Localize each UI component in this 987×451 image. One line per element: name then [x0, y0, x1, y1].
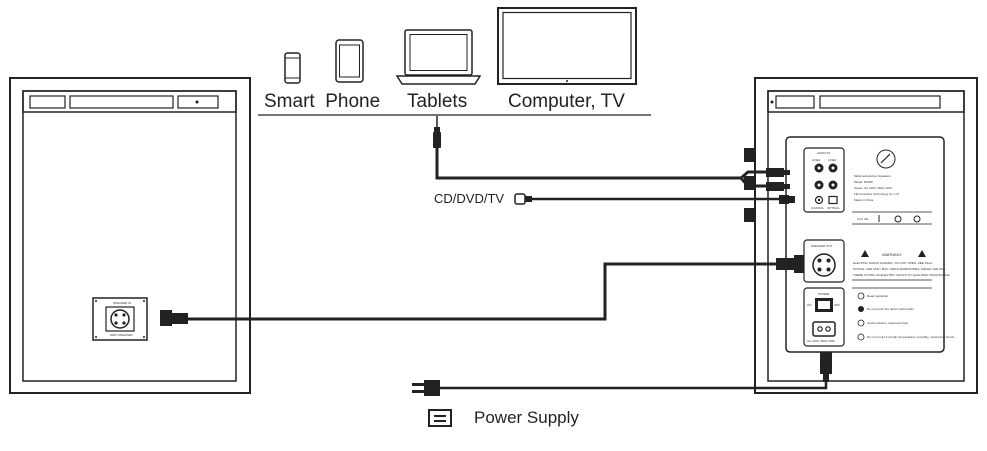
input-right: LINE2 — [828, 158, 837, 162]
speaker-plug-left — [160, 310, 188, 326]
spec-line-2: Model: R1080 — [854, 180, 873, 184]
active-speaker — [744, 77, 978, 394]
optical-plug-icon — [514, 193, 532, 205]
speaker-cable — [188, 262, 780, 321]
input-left: LINE1 — [812, 158, 821, 162]
power-supply-icon — [428, 409, 452, 427]
fcc-row: FCC CE — [857, 217, 868, 221]
power-label: POWER — [818, 292, 830, 296]
mains-plug-icon — [412, 380, 440, 396]
rear-panel — [785, 136, 945, 353]
passive-speaker-terminal — [92, 297, 148, 341]
note-3: Avoid moisture, liquid and heat — [867, 321, 908, 325]
warning-title: WARNING — [882, 252, 901, 257]
legend: Power Supply — [428, 408, 579, 428]
rca-plug-icon — [766, 168, 790, 191]
smart-phone-label: Smart Phone — [264, 91, 380, 112]
optical-source-label: CD/DVD/TV — [434, 191, 504, 206]
spec-line-3: Power: AC 100V~60Hz 20W — [854, 186, 892, 190]
power-on-label: ON — [807, 303, 812, 307]
terminal-bottom-label: MAIN SPEAKER — [110, 333, 133, 337]
speaker-out-label: SPEAKER OUT — [811, 244, 833, 248]
warning-line-1: ELECTRIC SHOCK HAZARD - DO NOT OPEN. SEE… — [853, 261, 932, 265]
warning-line-3: THERE IS RISK OF ELECTRIC SHOCK TO QUALI… — [853, 273, 950, 277]
smartphone-device — [284, 52, 301, 84]
laptop-device — [395, 29, 482, 85]
spec-line-4: FEI Acoustics Technology Co. Ltd — [854, 192, 899, 196]
power-supply-label: Power Supply — [474, 408, 579, 427]
note-4: Do not mount it at high temperatures, hu… — [867, 335, 956, 339]
warning-line-2: NOTICE. USE ONLY MAC. MAKE WARRANTIES. M… — [853, 267, 946, 271]
note-2: Do not touch the device with hands — [867, 307, 914, 311]
power-cord — [440, 382, 828, 390]
jack-plug-icon — [433, 116, 441, 148]
terminal-top-label: SPEAKER IN — [113, 301, 131, 305]
input-header: AUDIO IN — [817, 151, 830, 155]
spec-line-1: Multimedia Active Speakers — [854, 174, 891, 178]
tablets-label: Tablets — [407, 91, 467, 112]
optical-label: OPTICAL — [827, 206, 840, 210]
optical-plug-icon-2 — [779, 195, 795, 204]
power-off-label: OFF — [834, 303, 840, 307]
passive-speaker — [9, 77, 251, 394]
note-1: Read regulation — [867, 294, 889, 298]
tablet-device — [335, 39, 364, 83]
spec-line-5: Made in China — [854, 198, 874, 202]
computer-tv-label: Computer, TV — [508, 91, 625, 112]
coaxial-label: COAXIAL — [811, 206, 824, 210]
audio-cable — [435, 148, 741, 180]
ac-rating-label: AC 100V~60Hz 20W — [807, 339, 835, 343]
power-cord-plug — [820, 352, 832, 382]
tv-monitor-device — [497, 7, 637, 85]
speaker-plug-right — [776, 255, 804, 273]
